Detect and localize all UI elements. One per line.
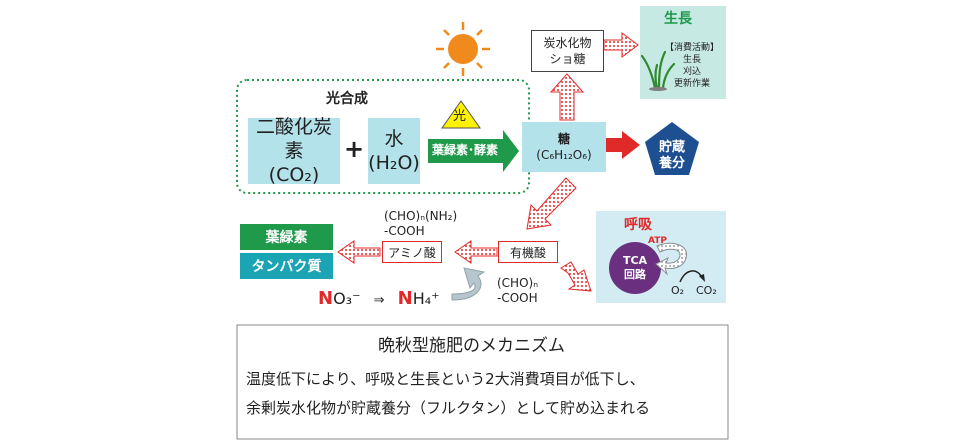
o2-label: O₂ — [671, 284, 685, 297]
storage-pentagon — [645, 122, 699, 175]
co2-label: CO₂ — [696, 284, 717, 297]
carbohydrate-line2: ショ糖 — [549, 52, 586, 66]
storage-line2: 養分 — [658, 156, 685, 171]
tca-line2: 回路 — [624, 268, 646, 281]
arrow-sugar-to-acid — [526, 177, 577, 230]
water-name: 水 — [384, 128, 404, 150]
amino-formula-line2: -COOH — [384, 224, 425, 238]
mechanism-frame — [236, 324, 729, 440]
nitrogen-conversion: NO₃⁻ ⇒ NH₄⁺ — [318, 289, 440, 311]
ammonium-n: N — [397, 288, 413, 309]
atp-label: ATP — [648, 236, 668, 246]
plus-sign: + — [344, 135, 365, 163]
growth-item: 【消費活動】 — [664, 43, 719, 53]
organic-formula-line2: -COOH — [497, 291, 538, 305]
arrow-acid-to-amino — [454, 240, 498, 264]
ammonium-to-amino-arrow — [451, 267, 486, 301]
protein-box: タンパク質 — [240, 253, 333, 279]
enzyme-arrow — [428, 130, 519, 172]
co2-box: 二酸化炭素 (CO₂) — [248, 116, 340, 186]
carbohydrate-line1: 炭水化物 — [543, 36, 592, 50]
organic-acid-label: 有機酸 — [509, 245, 546, 260]
water-formula: (H₂O) — [368, 152, 420, 174]
growth-items: 【消費活動】 生長 刈込 更新作業 — [660, 40, 724, 92]
sun-icon — [436, 22, 490, 76]
atp-arrow — [655, 242, 687, 276]
arrow-carb-to-growth — [603, 32, 639, 58]
storage-line1: 貯蔵 — [658, 140, 685, 155]
nitrate-n: N — [318, 288, 334, 309]
protein-label: タンパク質 — [251, 259, 322, 275]
water-box: 水 (H₂O) — [368, 118, 420, 184]
tca-line1: TCA — [622, 254, 648, 267]
sugar-formula: (C₆H₁₂O₆) — [536, 148, 592, 162]
growth-item: 更新作業 — [673, 79, 710, 89]
co2-formula: (CO₂) — [268, 164, 320, 186]
grass-ground-icon — [649, 87, 667, 91]
arrow-amino-to-outputs — [337, 240, 381, 264]
ammonium-rest: H₄⁺ — [412, 289, 440, 308]
photosynthesis-title: 光合成 — [326, 91, 368, 107]
arrow-sugar-to-carb — [549, 73, 585, 121]
enzyme-label: 葉緑素･酵素 — [432, 143, 499, 157]
respiration-title: 呼吸 — [624, 217, 652, 233]
storage-label: 貯蔵 養分 — [645, 136, 699, 176]
storage-arrow — [606, 131, 640, 159]
growth-item: 生長 — [682, 55, 701, 65]
amino-formula-line1: (CHO)ₙ(NH₂) — [384, 209, 458, 223]
arrow-acid-to-respiration — [560, 261, 592, 292]
light-triangle-icon — [441, 100, 481, 129]
nitrate-rest: O₃⁻ — [333, 289, 361, 308]
sugar-name: 糖 — [557, 132, 570, 146]
tca-label: TCA 回路 — [609, 252, 661, 284]
grass-icon — [640, 50, 676, 90]
light-label: 光 — [453, 109, 467, 124]
mechanism-title: 晩秋型施肥のメカニズム — [378, 336, 565, 356]
organic-acid-box: 有機酸 — [498, 241, 558, 263]
chlorophyll-label: 葉緑素 — [265, 230, 308, 246]
amino-acid-label: アミノ酸 — [388, 245, 436, 260]
amino-acid-box: アミノ酸 — [382, 241, 442, 263]
co2-name: 二酸化炭素 — [255, 116, 332, 162]
tca-circle — [609, 242, 661, 294]
mechanism-line2: 余剰炭水化物が貯蔵養分（フルクタン）として貯め込まれる — [246, 399, 650, 417]
organic-formula-line1: (CHO)ₙ — [497, 276, 538, 290]
nitrogen-arrow: ⇒ — [373, 293, 385, 308]
chlorophyll-box: 葉緑素 — [240, 224, 333, 250]
sugar-box: 糖 (C₆H₁₂O₆) — [522, 122, 606, 172]
growth-item: 刈込 — [682, 67, 701, 77]
carbohydrate-box: 炭水化物 ショ糖 — [531, 30, 604, 72]
mechanism-line1: 温度低下により、呼吸と生長という2大消費項目が低下し、 — [246, 370, 645, 388]
photosynthesis-frame — [236, 79, 530, 194]
growth-title: 生長 — [664, 11, 692, 27]
